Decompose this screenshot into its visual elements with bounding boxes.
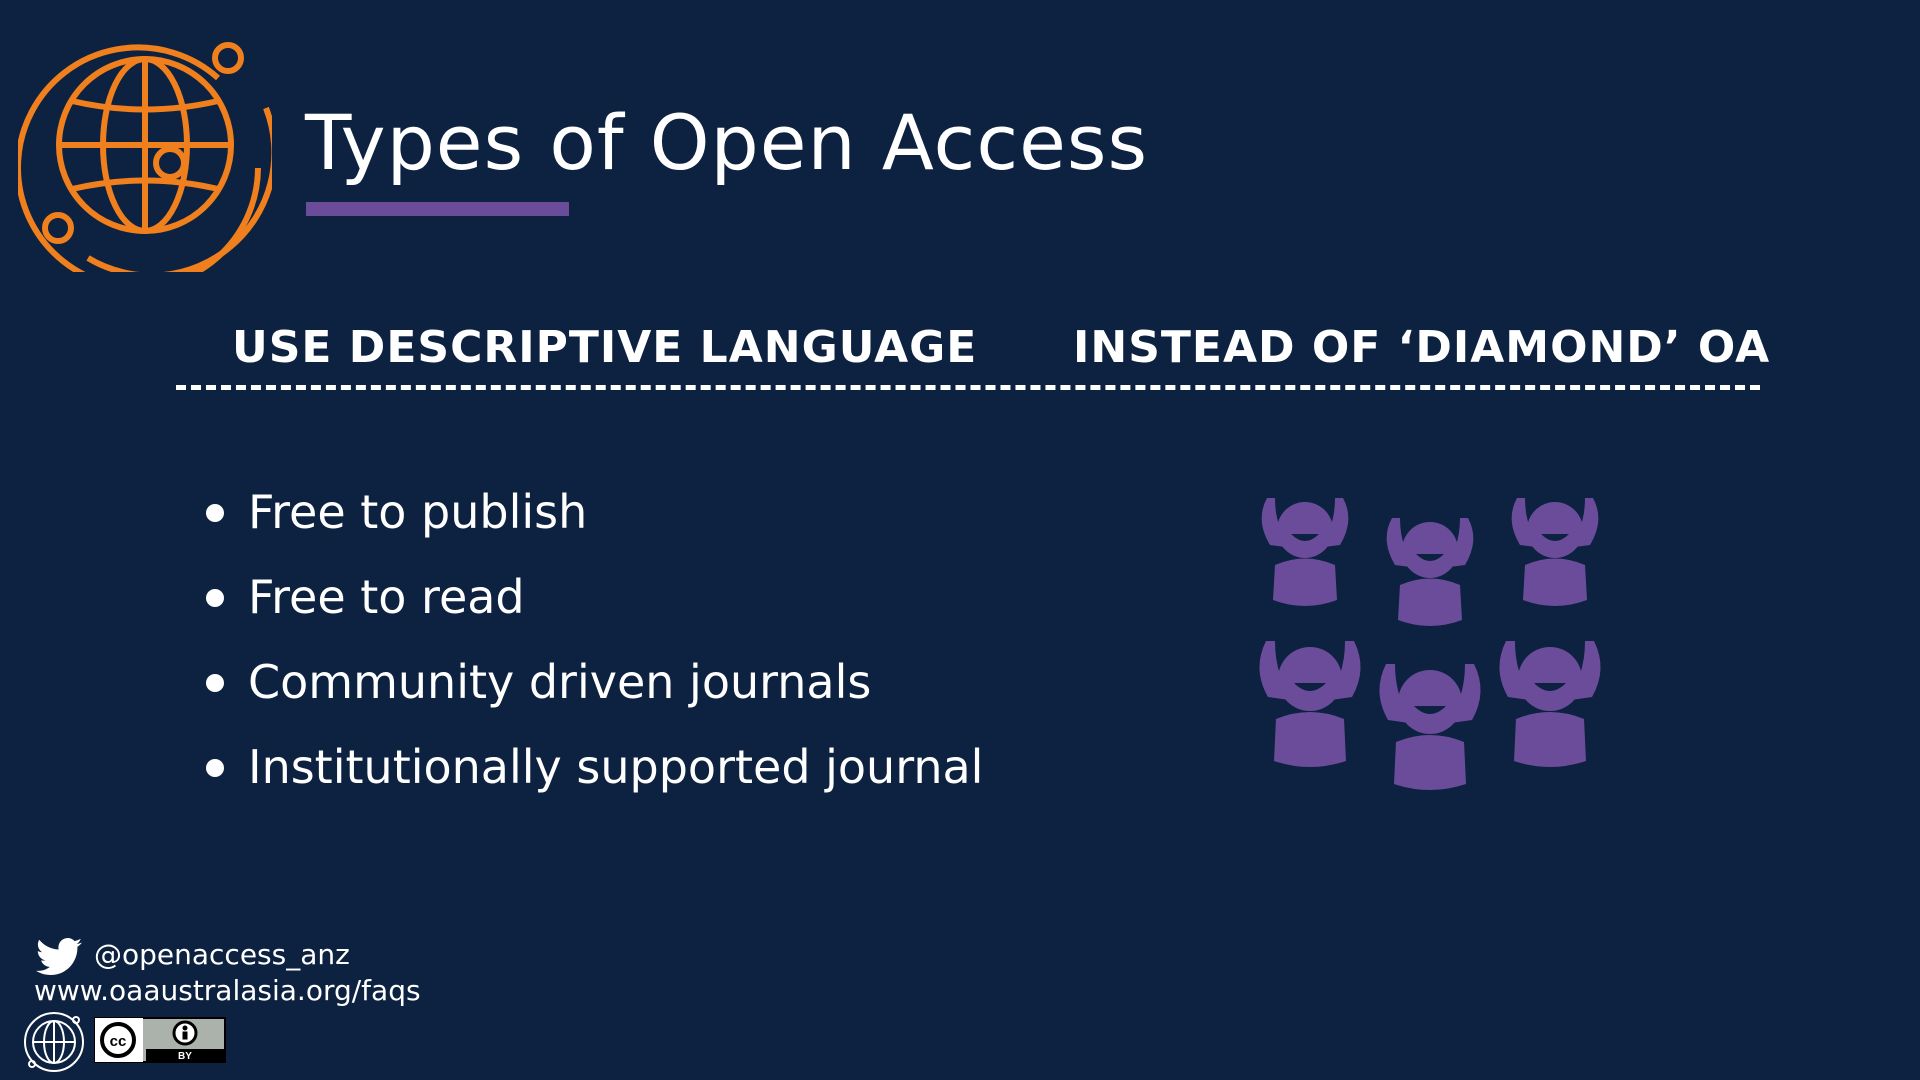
bullet-list: Free to publish Free to read Community d…	[200, 472, 983, 812]
bullet-item: Free to read	[200, 557, 983, 642]
subheading-left: USE DESCRIPTIVE LANGUAGE	[232, 322, 978, 373]
bullet-dot	[206, 759, 224, 777]
globe-orbit-logo-icon	[18, 42, 272, 272]
bullet-item: Community driven journals	[200, 642, 983, 727]
subheading-right: INSTEAD OF ‘DIAMOND’ OA	[1073, 322, 1771, 373]
title-underline	[306, 202, 569, 216]
dashed-divider	[176, 385, 1760, 390]
bullet-dot	[206, 589, 224, 607]
bullet-dot	[206, 504, 224, 522]
twitter-handle[interactable]: @openaccess_anz	[94, 938, 350, 971]
website-link[interactable]: www.oaaustralasia.org/faqs	[34, 974, 421, 1007]
page-title: Types of Open Access	[305, 98, 1149, 187]
license-label: BY	[178, 1051, 192, 1062]
bullet-text: Free to publish	[248, 485, 588, 539]
bullet-item: Free to publish	[200, 472, 983, 557]
twitter-bird-icon[interactable]	[36, 938, 82, 976]
svg-text:cc: cc	[110, 1033, 127, 1050]
cc-by-icon[interactable]: cc BY	[94, 1017, 226, 1063]
cheering-people-icon	[1259, 498, 1601, 790]
bullet-dot	[206, 674, 224, 692]
bullet-text: Institutionally supported journal	[248, 740, 984, 794]
globe-small-logo-icon	[24, 1012, 84, 1072]
bullet-text: Free to read	[248, 570, 525, 624]
bullet-text: Community driven journals	[248, 655, 872, 709]
bullet-item: Institutionally supported journal	[200, 727, 983, 812]
